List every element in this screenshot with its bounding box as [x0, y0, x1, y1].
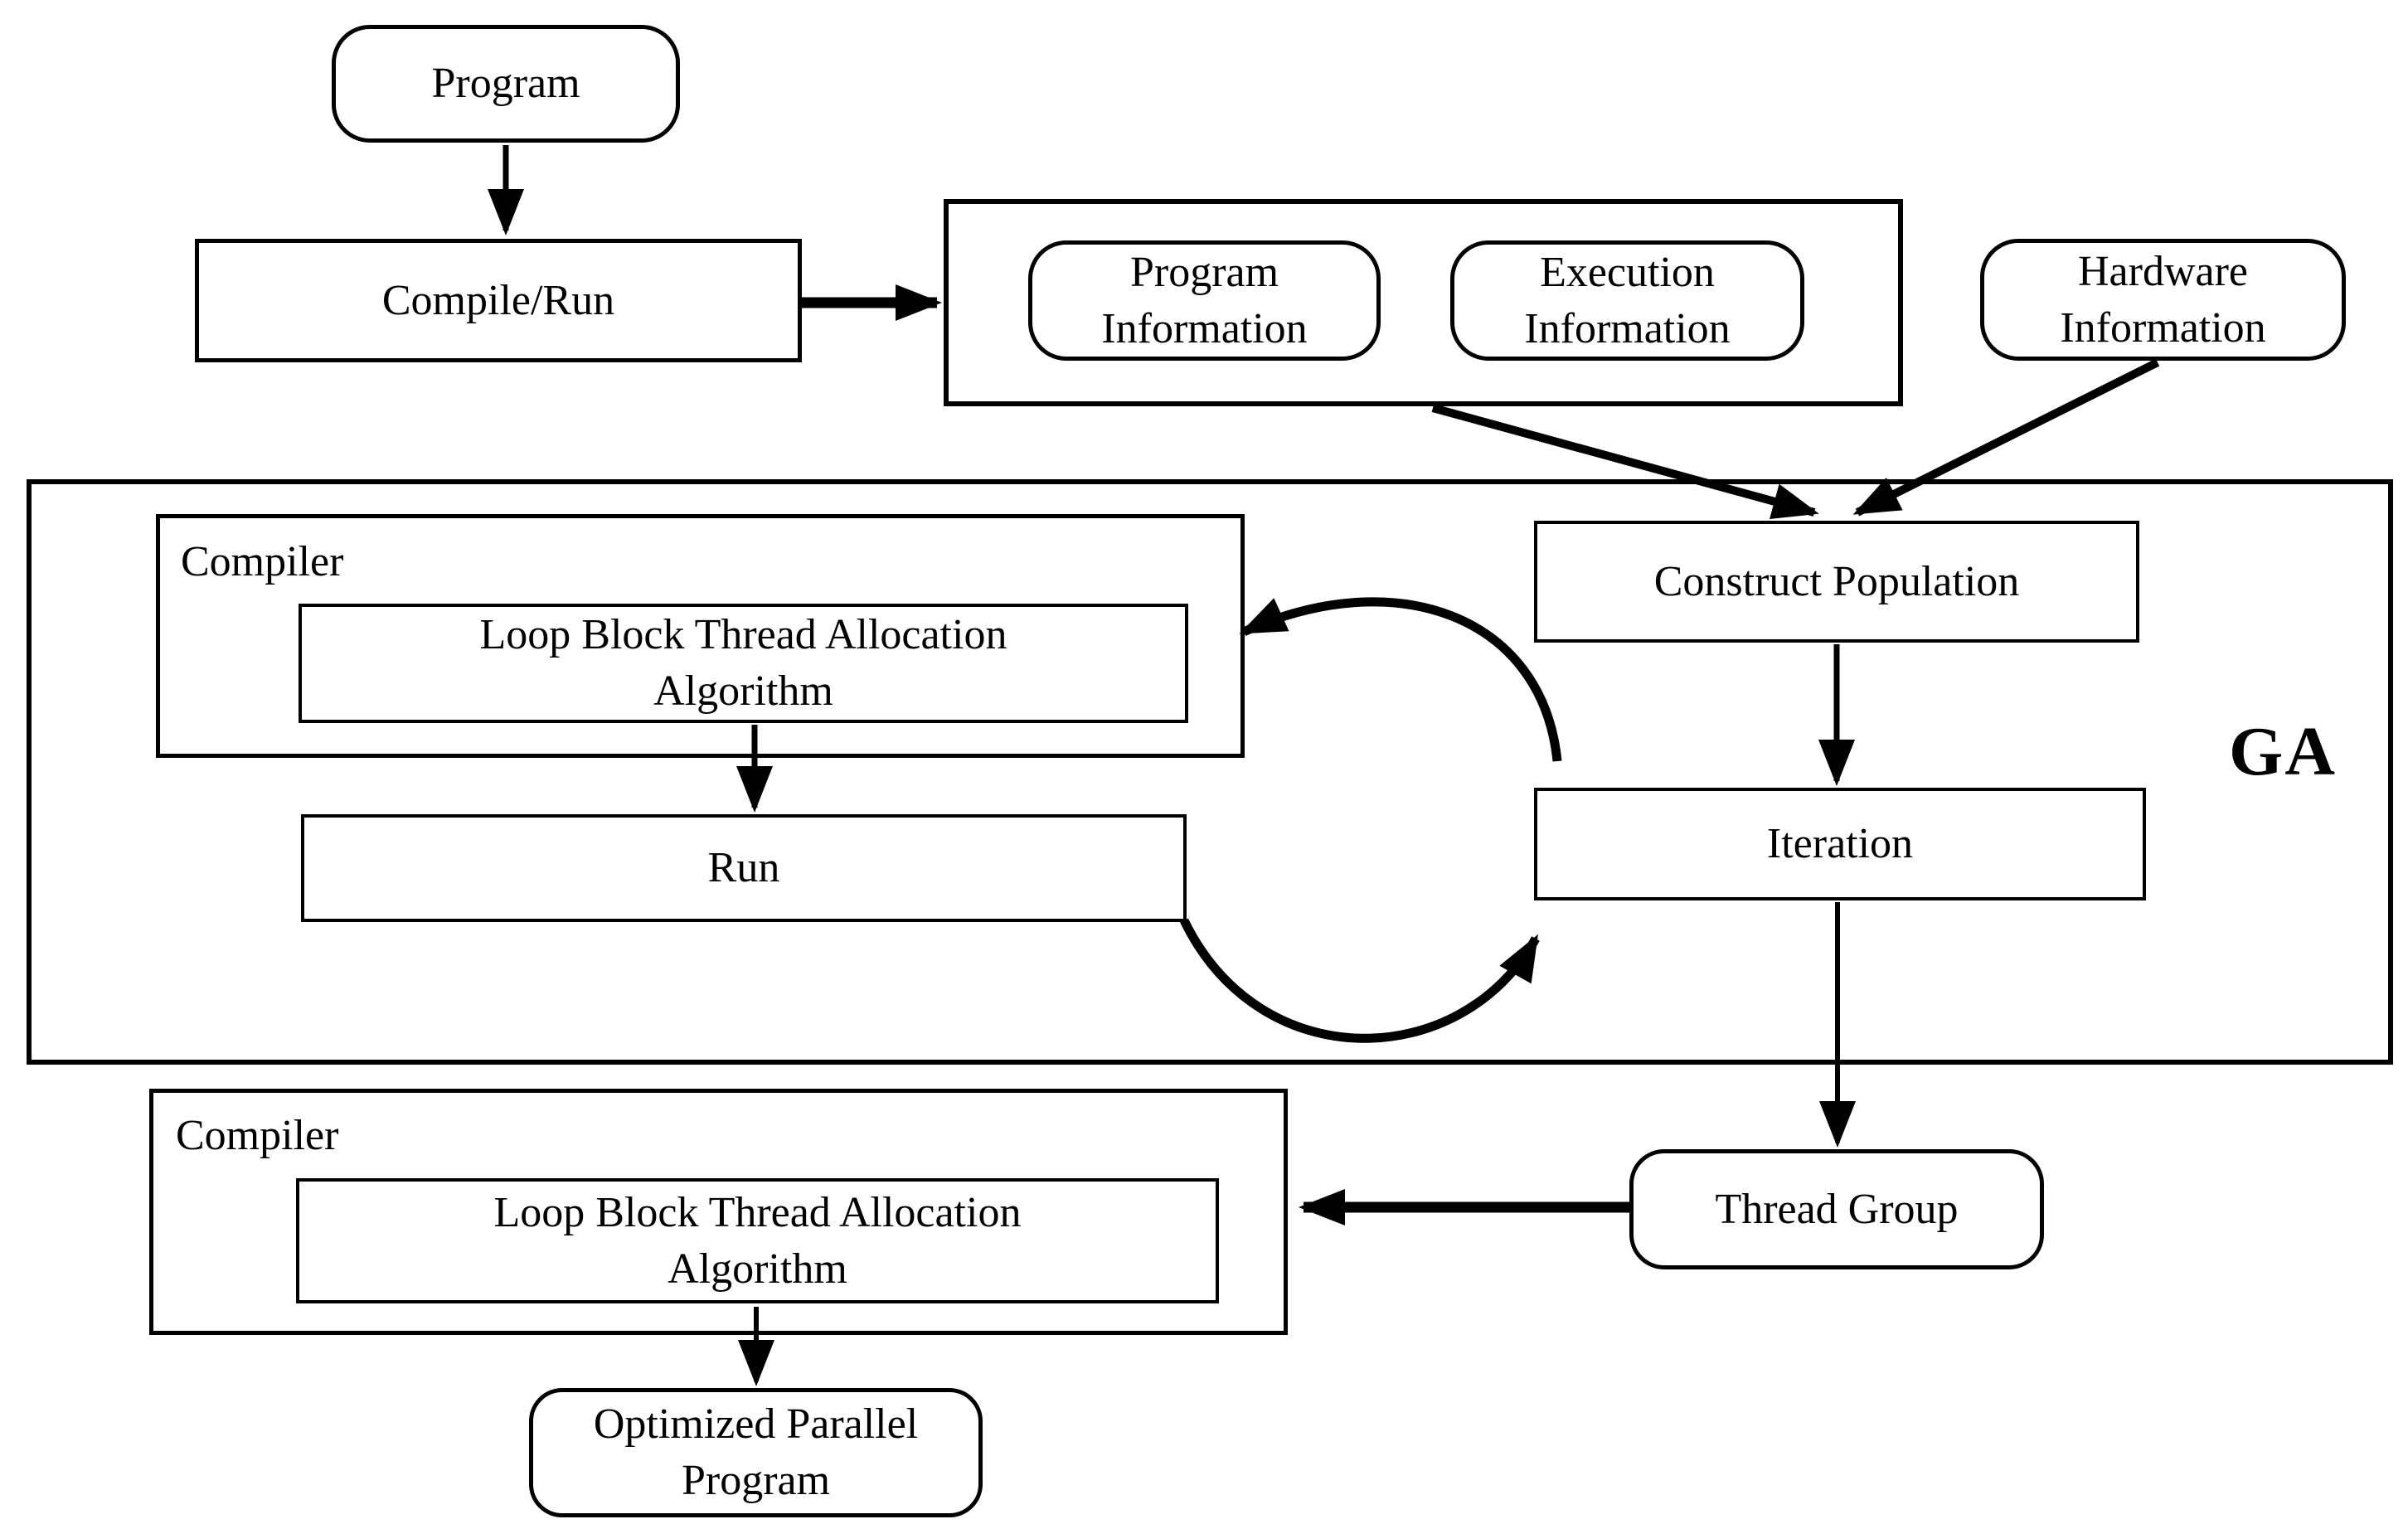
compiler-bottom-label: Compiler	[176, 1112, 339, 1159]
node-construct-population: Construct Population	[1534, 521, 2139, 643]
node-loop-block-bottom: Loop Block Thread Allocation Algorithm	[296, 1178, 1219, 1303]
node-thread-group-label: Thread Group	[1715, 1185, 1959, 1233]
node-program-label: Program	[431, 60, 580, 108]
compiler-top-label: Compiler	[181, 538, 344, 585]
node-loop-block-top: Loop Block Thread Allocation Algorithm	[299, 604, 1188, 723]
node-optimized-parallel-program: Optimized Parallel Program	[529, 1388, 983, 1517]
node-run-label: Run	[707, 844, 780, 892]
node-iteration: Iteration	[1534, 788, 2146, 900]
node-construct-population-label: Construct Population	[1653, 557, 2020, 605]
node-hardware-information-label: Hardware Information	[2060, 247, 2266, 352]
node-program-information-label: Program Information	[1101, 248, 1308, 352]
node-program-information: Program Information	[1028, 240, 1381, 361]
information-group-frame	[944, 199, 1903, 406]
node-compile-run-label: Compile/Run	[381, 276, 615, 324]
compiler-frame-bottom	[149, 1089, 1288, 1335]
node-program: Program	[332, 25, 680, 143]
node-run: Run	[301, 814, 1187, 922]
node-iteration-label: Iteration	[1766, 820, 1914, 868]
ga-frame	[27, 479, 2393, 1065]
node-execution-information: Execution Information	[1450, 240, 1804, 361]
node-thread-group: Thread Group	[1629, 1149, 2044, 1269]
node-compile-run: Compile/Run	[195, 239, 802, 362]
node-hardware-information: Hardware Information	[1980, 239, 2346, 361]
node-loop-block-top-label: Loop Block Thread Allocation Algorithm	[479, 611, 1007, 715]
node-loop-block-bottom-label: Loop Block Thread Allocation Algorithm	[493, 1188, 1022, 1293]
node-execution-information-label: Execution Information	[1524, 248, 1731, 352]
ga-label: GA	[2229, 713, 2337, 790]
node-optimized-parallel-program-label: Optimized Parallel Program	[593, 1400, 919, 1504]
